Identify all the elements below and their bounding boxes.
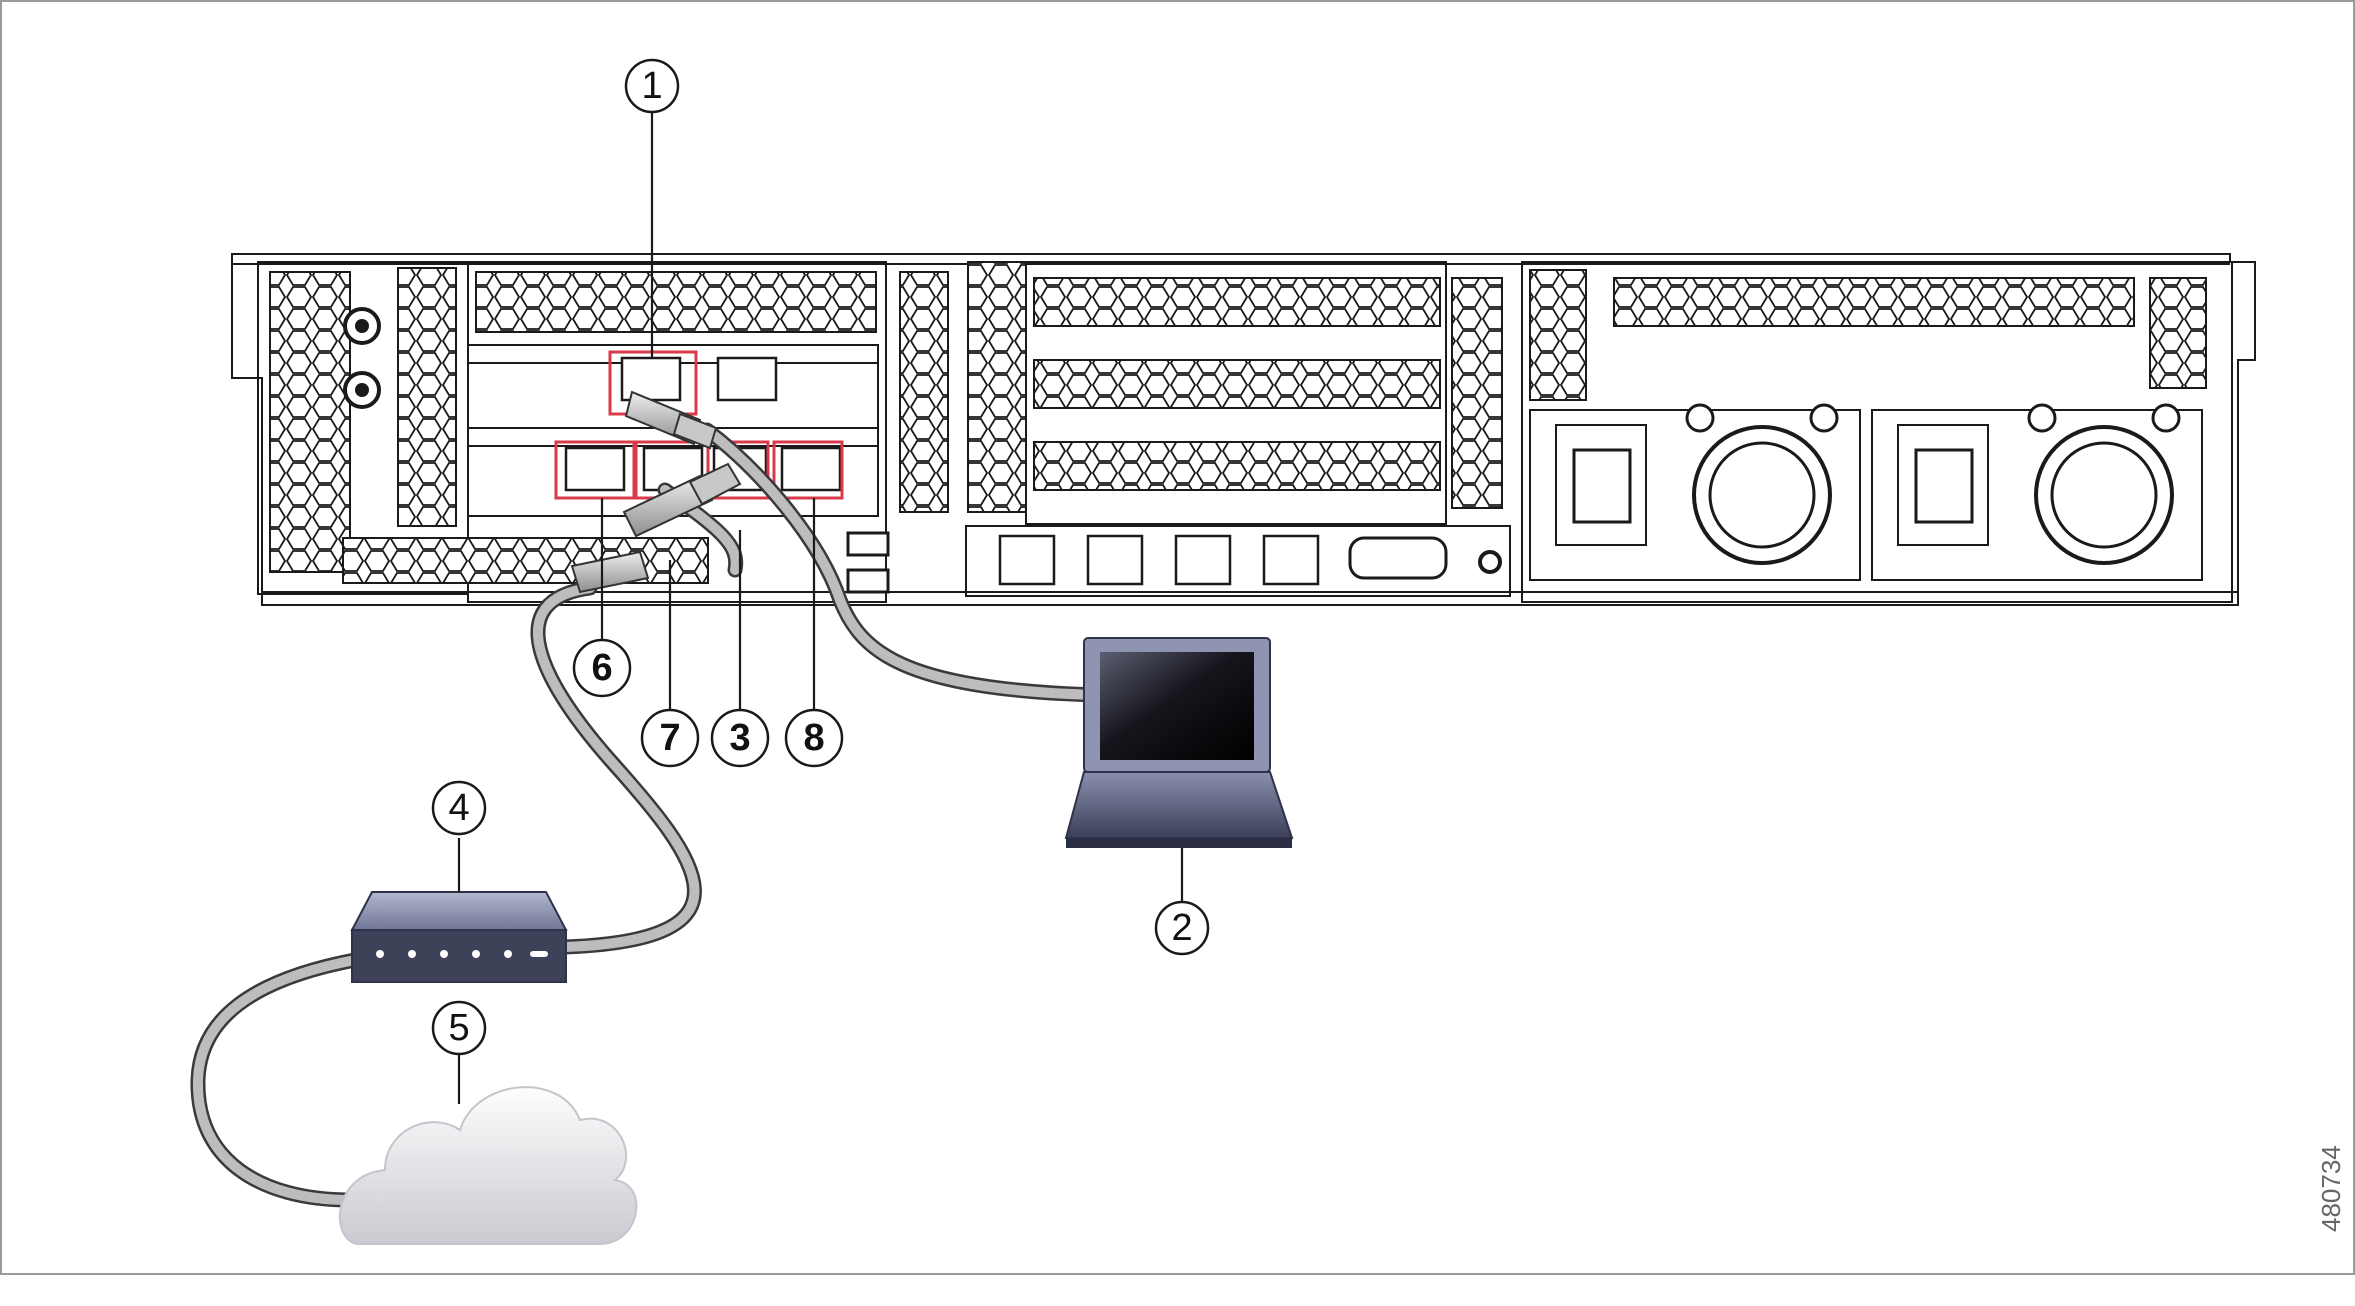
svg-text:7: 7 [659,717,680,759]
switch-leds [376,950,548,958]
pcie-riser-2 [1025,261,1503,525]
svg-text:5: 5 [448,1007,469,1049]
cable-to-cloud [192,955,360,1205]
connector-port-7 [622,474,714,538]
svg-text:8: 8 [803,717,824,759]
cloud [339,1086,638,1245]
callout-5: 5 [431,1000,487,1056]
figure-frame [0,0,2355,1275]
callout-4: 4 [431,780,487,836]
power-supply-1 [1529,403,1861,581]
cable-to-network-device [532,583,700,952]
callout-6: 6 [572,638,632,698]
port-8 [780,446,842,492]
port-3-highlight [706,440,770,500]
middle-vent-column [899,271,949,513]
svg-text:2: 2 [1171,907,1192,949]
port-2 [716,356,778,402]
power-supply-bay [1521,261,2233,603]
rear-io-strip [846,525,1511,597]
network-switch [350,891,568,983]
svg-text:3: 3 [729,717,750,759]
cable-connectors [570,390,742,594]
usb-ports [846,531,890,594]
connector-port-6 [570,550,650,594]
callout-8: 8 [784,708,844,768]
svg-text:4: 4 [448,787,469,829]
callout-3: 3 [710,708,770,768]
leader-lines [457,112,1184,1104]
callout-7: 7 [640,708,700,768]
port-6-highlight [554,440,636,500]
callout-2: 2 [1154,900,1210,956]
laptop [1064,637,1294,848]
cable-to-laptop [702,425,1105,700]
port-8-highlight [772,440,844,500]
laptop-screen [1100,652,1254,760]
figure-id-label: 480734 [2316,1145,2346,1232]
vga-port [1348,536,1448,580]
cables [190,422,1108,1208]
port-6 [564,446,626,492]
left-riser [257,261,469,595]
laptop-base [1064,771,1294,839]
onboard-lan-ports [998,534,1320,586]
svg-text:6: 6 [591,647,612,689]
callout-1: 1 [624,58,680,114]
power-supply-2 [1871,403,2203,581]
server-rear-panel [231,253,2256,606]
svg-text:1: 1 [641,65,662,107]
